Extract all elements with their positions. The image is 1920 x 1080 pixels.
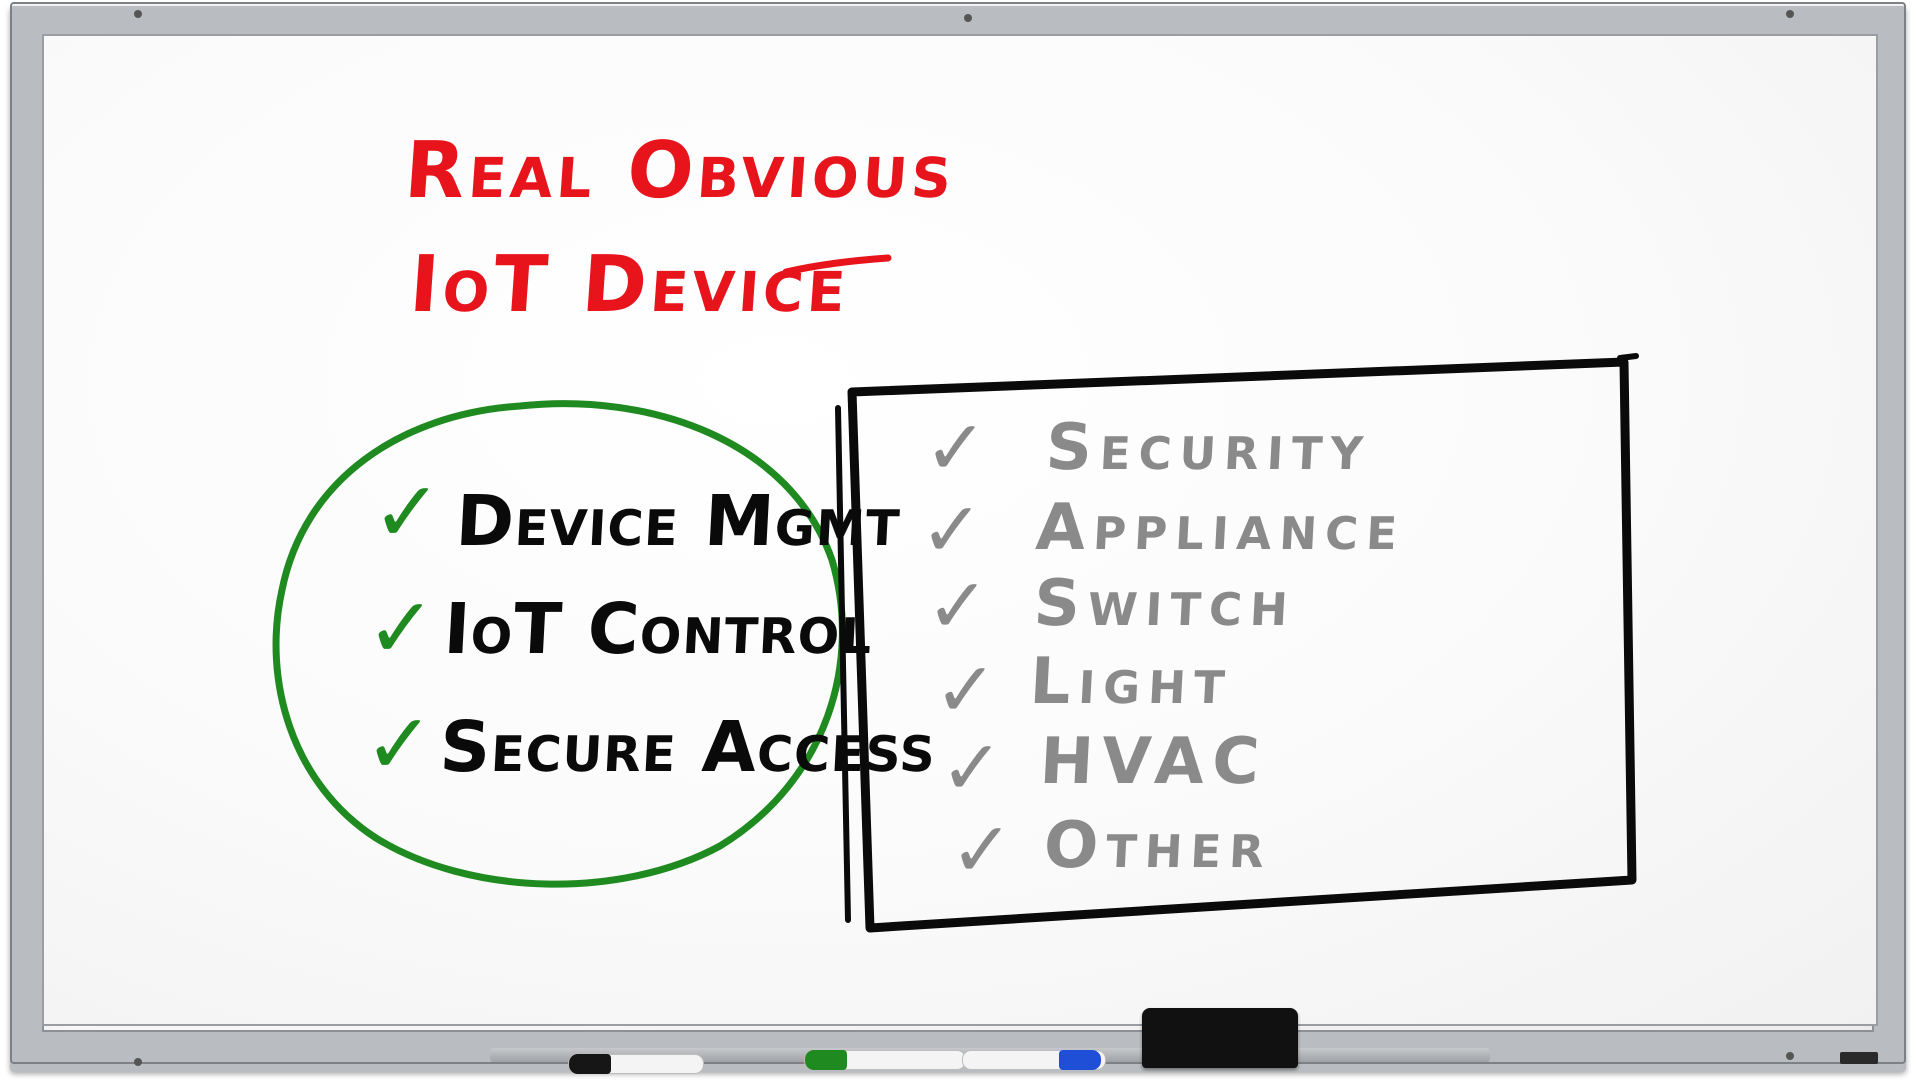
check-icon: ✓	[940, 723, 1004, 812]
board-brand-label	[1840, 1052, 1878, 1064]
blue-marker-icon[interactable]	[962, 1050, 1106, 1070]
green-marker-icon[interactable]	[804, 1050, 966, 1070]
box-item-security: Security	[1044, 411, 1374, 485]
check-icon: ✓	[924, 403, 988, 492]
frame-screw-icon	[1786, 10, 1794, 18]
check-icon: ✓	[366, 579, 437, 677]
check-icon: ✓	[926, 561, 990, 650]
check-icon: ✓	[934, 645, 998, 734]
box-item-switch: Switch	[1032, 567, 1298, 641]
frame-screw-icon	[134, 10, 142, 18]
whiteboard-surface	[42, 34, 1878, 1026]
black-marker-icon[interactable]	[568, 1054, 704, 1074]
box-item-appliance: Appliance	[1034, 491, 1408, 565]
frame-screw-icon	[1786, 1052, 1794, 1060]
check-icon: ✓	[364, 695, 435, 793]
eraser-icon[interactable]	[1142, 1008, 1298, 1068]
check-icon: ✓	[950, 805, 1014, 894]
frame-screw-icon	[964, 14, 972, 22]
check-icon: ✓	[920, 485, 984, 574]
box-item-hvac: HVAC	[1038, 725, 1270, 799]
box-item-light: Light	[1028, 645, 1235, 719]
frame-screw-icon	[134, 1058, 142, 1066]
check-icon: ✓	[372, 463, 443, 561]
box-item-other: Other	[1042, 809, 1275, 883]
